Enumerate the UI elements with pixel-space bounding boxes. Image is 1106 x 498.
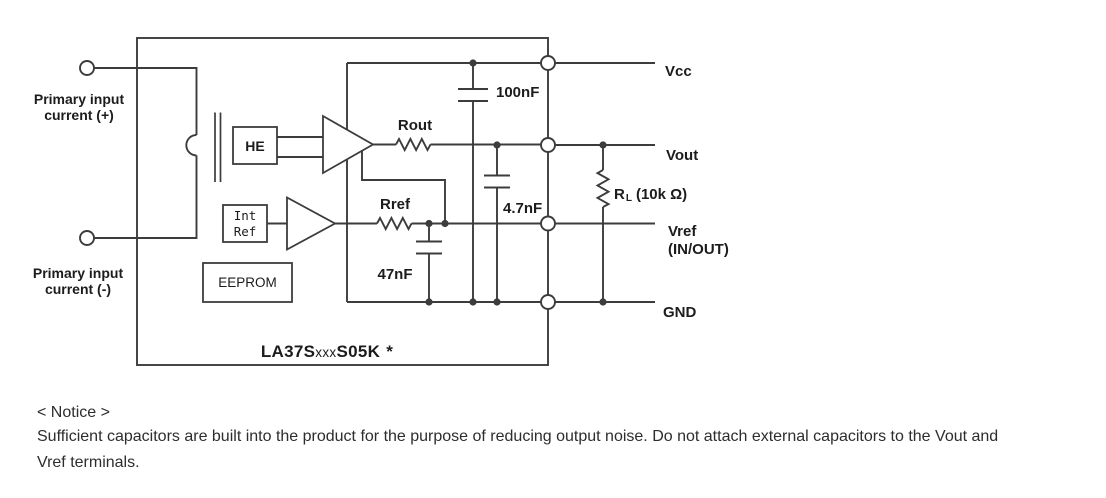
schematic-svg: HE Rout Int Ref Rref EEPROM 100nF [33, 37, 729, 366]
notice-text-line2: Vref terminals. [37, 454, 140, 471]
rref-label: Rref [380, 196, 411, 213]
vout-terminal [540, 137, 556, 153]
primary-plus-label-line1: Primary input [34, 91, 125, 107]
junction-dot [469, 59, 477, 67]
part-number: LA37SxxxS05K * [261, 342, 393, 361]
output-amplifier-symbol [322, 114, 375, 175]
part-number-asterisk: * [386, 342, 393, 361]
hall-element-box [232, 126, 278, 165]
junction-dot [493, 298, 501, 306]
primary-conductor-top [94, 67, 198, 135]
wire-vref-feedback [361, 151, 446, 224]
junction-dot [469, 298, 477, 306]
junction-dot [599, 298, 607, 306]
vcc-terminal [540, 55, 556, 71]
vout-pin-label: Vout [666, 147, 698, 164]
eeprom-label: EEPROM [218, 275, 277, 290]
gnd-terminal [540, 294, 556, 310]
load-resistor [595, 145, 611, 302]
part-number-family: LA37S [261, 342, 315, 361]
load-r-subscript: L [626, 193, 632, 204]
junction-dot [493, 141, 501, 149]
eeprom-box [202, 262, 293, 303]
primary-plus-terminal [79, 60, 95, 76]
int-ref-label-line1: Int [234, 208, 257, 223]
junction-dot [425, 298, 433, 306]
vcc-pin-label: Vcc [665, 63, 692, 80]
primary-minus-label-line2: current (-) [45, 281, 111, 297]
notice-title: < Notice > [37, 404, 110, 421]
primary-plus-label-line2: current (+) [44, 107, 114, 123]
primary-conductor-bottom [94, 155, 198, 239]
load-resistor-label: RL (10k Ω) [614, 186, 687, 204]
load-resistor-zigzag [595, 169, 611, 208]
part-number-suffix: S05K [336, 342, 380, 361]
vref-capacitor-symbol [416, 223, 442, 302]
vcc-bypass-capacitor [458, 63, 488, 302]
junction-dots [425, 59, 607, 306]
junction-dot [441, 219, 449, 228]
int-ref-box [222, 204, 268, 243]
cap-4p7nf-label: 4.7nF [503, 200, 542, 217]
reference-amplifier-symbol [286, 195, 337, 252]
primary-minus-label-line1: Primary input [33, 265, 124, 281]
vcc-capacitor-symbol [458, 63, 488, 302]
rout-label: Rout [398, 117, 432, 134]
rref-resistor [376, 215, 413, 232]
primary-conductor [94, 67, 198, 239]
internal-circuit-boundary [346, 62, 541, 303]
gnd-pin-label: GND [663, 304, 697, 321]
part-number-variant: xxx [315, 345, 336, 360]
vout-capacitor [484, 145, 510, 302]
primary-conductor-notch [185, 134, 197, 157]
magnetic-core-icon [214, 112, 222, 182]
junction-dot [425, 219, 433, 228]
notice-text-line1: Sufficient capacitors are built into the… [37, 428, 999, 445]
rout-resistor [395, 136, 432, 153]
ic-package-outline [136, 37, 549, 366]
vout-capacitor-symbol [484, 145, 510, 302]
load-r-symbol: R [614, 186, 625, 203]
cap-100nf-label: 100nF [496, 84, 539, 101]
vref-pin-label: Vref [668, 223, 697, 240]
junction-dot [599, 141, 607, 149]
primary-minus-terminal [79, 230, 95, 246]
hall-element-output-wires [277, 136, 323, 158]
vref-capacitor [416, 223, 442, 302]
vref-pin-mode-label: (IN/OUT) [668, 241, 729, 258]
int-ref-label-line2: Ref [234, 224, 257, 239]
vref-terminal [540, 215, 556, 232]
hall-element-label: HE [245, 138, 264, 154]
load-r-value: (10k Ω) [636, 186, 687, 203]
cap-47nf-label: 47nF [377, 266, 412, 283]
